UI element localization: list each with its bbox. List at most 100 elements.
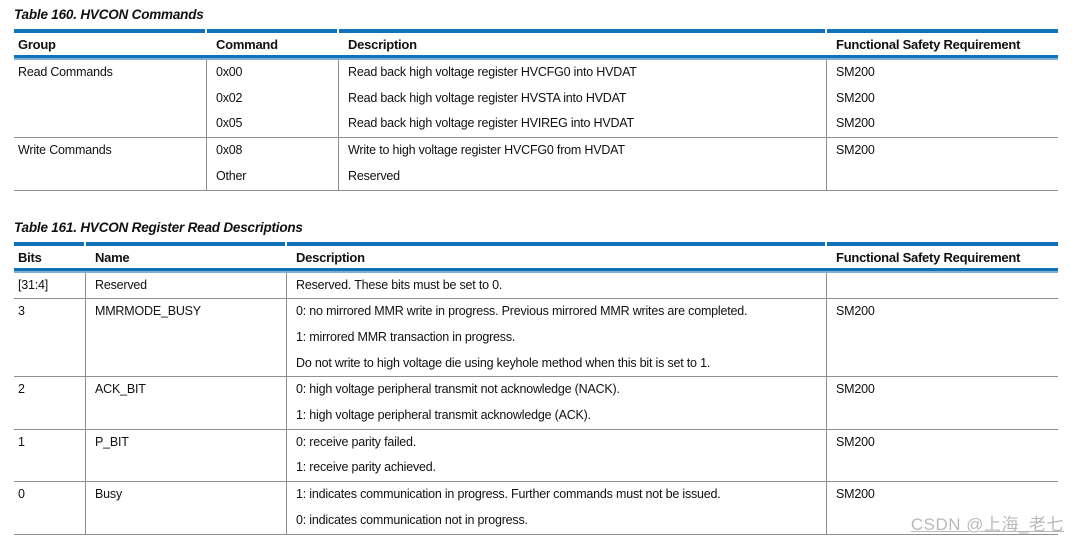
cell-line: Read back high voltage register HVIREG i…: [348, 116, 634, 131]
table-cell: 0x08: [206, 138, 338, 164]
cell-line: 0x00: [216, 65, 243, 79]
cell-line: 0x08: [216, 143, 243, 158]
header-cell: Group: [18, 37, 56, 52]
header-cell: Functional Safety Requirement: [836, 37, 1021, 52]
cell-line: 0: [18, 487, 25, 502]
cell-line: 2: [18, 382, 25, 397]
table-cell: [14, 86, 206, 112]
cell-line: SM200: [836, 487, 875, 502]
table-cell: SM200: [826, 85, 1058, 112]
cell-line: 0: receive parity failed.: [296, 434, 417, 449]
cell-line: 0: high voltage peripheral transmit not …: [296, 382, 620, 397]
table-cell: [14, 111, 206, 137]
table-top-rule: [14, 29, 1058, 33]
cell-line: Reserved: [95, 277, 147, 292]
table-cell: SM200: [826, 138, 1058, 164]
top-rule-gap: [825, 29, 827, 33]
cell-line: 1: receive parity achieved.: [296, 460, 436, 475]
table-cell: [826, 163, 1058, 190]
table-cell: Reserved: [85, 272, 286, 299]
table-cell: Busy: [85, 482, 286, 534]
table-cell: 1: indicates communication in progress. …: [286, 482, 826, 534]
header-rule-light: [14, 270, 1058, 273]
table-cell: 3: [14, 299, 85, 376]
table-cell: [14, 164, 206, 190]
cell-line: Read back high voltage register HVSTA in…: [348, 90, 627, 105]
table-cell: 1: [14, 430, 85, 481]
cell-line: MMRMODE_BUSY: [95, 304, 201, 319]
table-cell: SM200: [826, 429, 1058, 482]
table-title: Table 160. HVCON Commands: [14, 7, 204, 22]
table-cell: SM200: [826, 377, 1058, 429]
table-cell: 0x02: [206, 85, 338, 112]
cell-line: Write to high voltage register HVCFG0 fr…: [348, 143, 625, 158]
table-cell: SM200: [826, 111, 1058, 138]
table-body: [31:4] Reserved Reserved. These bits must …: [14, 272, 1058, 535]
top-rule-gap: [84, 241, 86, 246]
table-cell: 0x00: [206, 60, 338, 86]
header-rule-dark: [14, 55, 1058, 58]
table-row: 1 P_BIT 0: receive parity failed. 1: receiv…: [14, 428, 1058, 482]
cell-line: Reserved. These bits must be set to 0.: [296, 277, 503, 292]
table-cell: Reserved: [338, 163, 826, 190]
top-rule-gap: [205, 29, 207, 33]
cell-line: 1: indicates communication in progress. …: [296, 487, 721, 502]
table-cell: Write Commands: [14, 138, 206, 164]
table-cell: MMRMODE_BUSY: [85, 299, 286, 377]
table-cell: [31:4]: [14, 273, 85, 299]
table-cell: ACK_BIT: [85, 377, 286, 429]
cell-line: Write Commands: [18, 143, 112, 158]
header-cell: Name: [95, 249, 130, 265]
table-row: [31:4] Reserved Reserved. These bits must …: [14, 272, 1058, 299]
table-title: Table 161. HVCON Register Read Descripti…: [14, 219, 303, 235]
header-rule-dark: [14, 267, 1058, 271]
cell-line: SM200: [836, 143, 875, 158]
cell-line: 3: [18, 304, 25, 319]
cell-line: 1: mirrored MMR transaction in progress.: [296, 329, 516, 344]
table-row: Other Reserved: [14, 163, 1058, 190]
cell-line: 1: [18, 434, 25, 449]
cell-line: P_BIT: [95, 434, 129, 449]
table-cell: 0: no mirrored MMR write in progress. Pr…: [286, 299, 826, 377]
top-rule-gap: [337, 29, 339, 33]
table-cell: 0: high voltage peripheral transmit not …: [286, 377, 826, 429]
table-cell: SM200: [826, 60, 1058, 86]
cell-line: ACK_BIT: [95, 382, 146, 397]
table-cell: P_BIT: [85, 429, 286, 482]
csdn-watermark: CSDN @上海_老七: [910, 515, 1064, 534]
table-row: 2 ACK_BIT 0: high voltage peripheral trans…: [14, 376, 1058, 429]
cell-line: SM200: [836, 304, 875, 319]
cell-line: [31:4]: [18, 277, 49, 292]
table-cell: 0: receive parity failed. 1: receive pari…: [286, 429, 826, 482]
table-cell: Read back high voltage register HVSTA in…: [338, 85, 826, 112]
cell-line: 0: no mirrored MMR write in progress. Pr…: [296, 304, 748, 319]
table-cell: Read Commands: [14, 60, 206, 86]
table-cell: 2: [14, 377, 85, 428]
table-top-rule: [14, 241, 1058, 246]
table-cell: Read back high voltage register HVCFG0 i…: [338, 60, 826, 86]
cell-line: Other: [216, 168, 247, 183]
top-rule-gap: [285, 241, 287, 246]
table-cell: Reserved. These bits must be set to 0.: [286, 272, 826, 299]
cell-line: Read Commands: [18, 65, 113, 79]
header-cell: Description: [296, 249, 365, 265]
table-cell: 0: [14, 482, 85, 533]
header-cell: Command: [216, 37, 278, 52]
cell-line: SM200: [836, 434, 875, 449]
cell-line: 0x02: [216, 90, 243, 105]
cell-line: Read back high voltage register HVCFG0 i…: [348, 65, 637, 79]
cell-line: Busy: [95, 487, 122, 502]
table-section: Table 161. HVCON Register Read Descripti…: [14, 220, 1058, 535]
cell-line: SM200: [836, 65, 875, 79]
table-row: Write Commands 0x08 Write to high voltage …: [14, 137, 1058, 164]
table-cell: SM200: [826, 482, 1058, 534]
table-cell: [826, 272, 1058, 299]
table-row: 0 Busy 1: indicates communication in progr…: [14, 481, 1058, 534]
header-cell: Functional Safety Requirement: [836, 249, 1021, 265]
table-cell: Other: [206, 163, 338, 190]
